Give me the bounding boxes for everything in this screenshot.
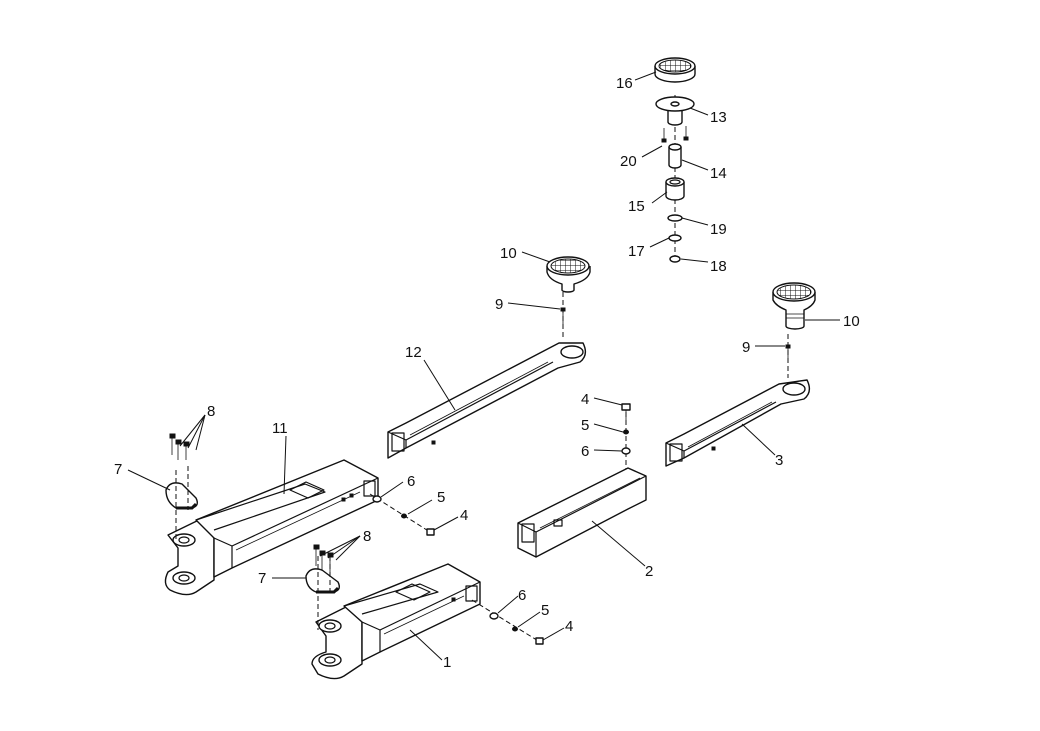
label-part-14: 14 <box>710 165 727 182</box>
label-part-6-arm-1: 6 <box>518 587 526 604</box>
screws-part-8-top <box>169 433 190 460</box>
label-part-9-right: 9 <box>742 339 750 356</box>
ring-part-17 <box>668 234 682 242</box>
label-part-6-arm-11: 6 <box>407 473 415 490</box>
washer-part-5-arm-11 <box>401 513 407 519</box>
label-part-10-center: 10 <box>500 245 517 262</box>
label-part-13: 13 <box>710 109 727 126</box>
gear-segment-part-7-top <box>165 466 199 540</box>
leader-lines <box>127 71 840 661</box>
ring-part-19 <box>667 214 683 222</box>
label-part-5-arm-1: 5 <box>541 602 549 619</box>
bolt-part-4-center <box>621 403 631 411</box>
screws-part-20 <box>661 126 689 143</box>
nut-part-6-arm-11 <box>372 495 382 503</box>
nut-part-6-center <box>621 447 631 455</box>
label-part-11: 11 <box>272 420 288 437</box>
label-part-8-bottom: 8 <box>363 528 371 545</box>
label-part-6-center: 6 <box>581 443 589 460</box>
rubber-pad-part-16 <box>654 57 696 83</box>
label-part-7-bottom: 7 <box>258 570 266 587</box>
label-part-2: 2 <box>645 563 653 580</box>
bolt-part-4-arm-1 <box>535 637 544 645</box>
washer-part-5-arm-1 <box>512 626 518 632</box>
gear-segment-part-7-bottom <box>305 556 341 630</box>
ring-part-18 <box>669 255 681 263</box>
label-part-1: 1 <box>443 654 451 671</box>
nut-part-6-arm-1 <box>489 612 499 620</box>
arm-extension-part-3 <box>665 379 811 467</box>
bushing-part-15 <box>665 177 685 201</box>
hardware-stack-arm-11 <box>369 493 435 536</box>
label-part-5-center: 5 <box>581 417 589 434</box>
lift-arm-part-1 <box>311 563 481 680</box>
hardware-stack-arm-1 <box>471 599 544 645</box>
pin-part-9-right <box>785 344 791 362</box>
label-part-7-top: 7 <box>114 461 122 478</box>
arm-extension-part-12 <box>387 342 587 459</box>
label-part-15: 15 <box>628 198 645 215</box>
sleeve-part-14 <box>668 143 682 169</box>
label-part-20: 20 <box>620 153 637 170</box>
pad-part-10-center <box>546 256 591 293</box>
washer-part-5-center <box>623 429 629 435</box>
pad-stack-assembly <box>654 57 696 263</box>
label-part-8-top: 8 <box>207 403 215 420</box>
label-part-5-arm-11: 5 <box>437 489 445 506</box>
part-labels: 16 13 20 14 15 19 17 18 10 9 10 9 12 3 4… <box>114 75 860 671</box>
label-part-12: 12 <box>405 344 422 361</box>
hardware-stack-center <box>621 403 631 470</box>
lift-arm-part-11 <box>164 459 379 596</box>
pad-part-10-right <box>772 282 816 330</box>
label-part-3: 3 <box>775 452 783 469</box>
pin-part-9-center <box>560 307 566 325</box>
label-part-4-center: 4 <box>581 391 589 408</box>
label-part-9-center: 9 <box>495 296 503 313</box>
arm-tube-part-2 <box>517 467 647 558</box>
label-part-10-right: 10 <box>843 313 860 330</box>
label-part-19: 19 <box>710 221 727 238</box>
bolt-part-4-arm-11 <box>426 528 435 536</box>
screws-part-8-bottom <box>313 544 334 572</box>
label-part-16: 16 <box>616 75 633 92</box>
label-part-4-arm-11: 4 <box>460 507 468 524</box>
label-part-18: 18 <box>710 258 727 275</box>
label-part-4-arm-1: 4 <box>565 618 573 635</box>
label-part-17: 17 <box>628 243 645 260</box>
adapter-plate-part-13 <box>655 96 695 126</box>
